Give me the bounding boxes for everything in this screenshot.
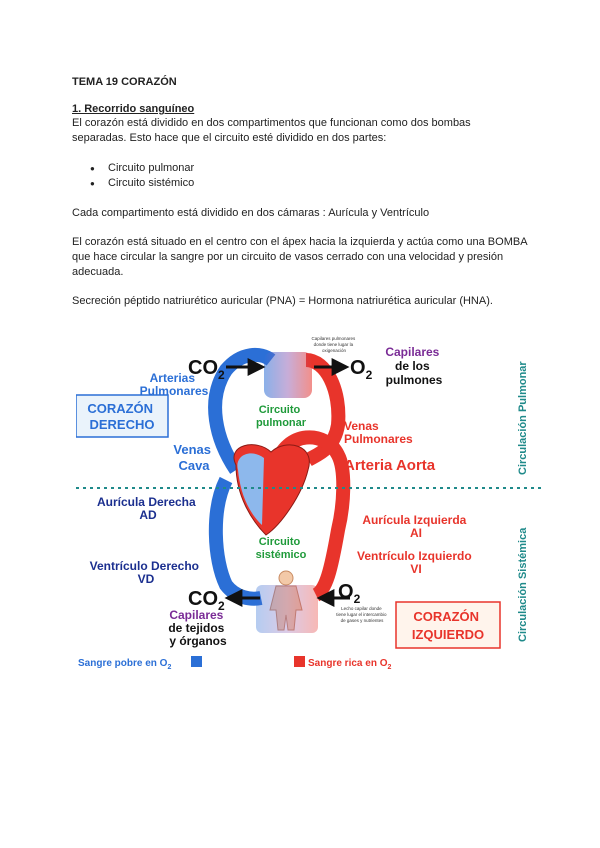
right-heart-chambers bbox=[237, 453, 264, 525]
legend-sangre-pobre: Sangre pobre en O2 bbox=[78, 658, 171, 671]
corazon-izquierdo-label: CORAZÓN IZQUIERDO bbox=[412, 609, 484, 642]
paragraph-chambers: Cada compartimento está dividido en dos … bbox=[72, 207, 430, 219]
capilares-pulmones-label: Capilares de los pulmones bbox=[385, 345, 442, 387]
corazon-derecho-label: CORAZÓN DERECHO bbox=[87, 401, 156, 432]
circulacion-sistemica-label: Circulación Sistémica bbox=[517, 527, 529, 642]
co2-bottom-label: CO2 bbox=[188, 588, 225, 613]
bullet-list: Circuito pulmonar Circuito sistémico bbox=[90, 161, 194, 191]
capilares-note-top: Capilares pulmonares donde tiene lugar l… bbox=[311, 336, 356, 353]
paragraph-hormone: Secreción péptido natriurético auricular… bbox=[72, 295, 493, 307]
circuito-sistemico-label: Circuito sistémico bbox=[256, 536, 307, 561]
aorta-vessel bbox=[269, 430, 351, 602]
lungs-capillary-bed bbox=[264, 352, 312, 398]
venas-cava-label: Venas Cava bbox=[173, 442, 214, 473]
legend-sangre-rica: Sangre rica en O2 bbox=[308, 658, 391, 671]
arterias-pulmonares-label: Arterias Pulmonares bbox=[140, 371, 209, 398]
circuito-pulmonar-label: Circuito pulmonar bbox=[256, 404, 307, 429]
list-item: Circuito sistémico bbox=[90, 176, 194, 191]
co2-top-label: CO2 bbox=[188, 357, 225, 382]
o2-bottom-label: O2 bbox=[338, 581, 361, 606]
tissue-capillary-bed bbox=[256, 585, 318, 633]
circulacion-pulmonar-label: Circulación Pulmonar bbox=[517, 361, 529, 475]
capilares-tejidos-label: Capilares de tejidos y órganos bbox=[168, 608, 227, 648]
venas-pulmonares-label: Venas Pulmonares bbox=[344, 419, 413, 446]
legend-blue-swatch bbox=[191, 656, 202, 667]
corazon-derecho-box bbox=[76, 394, 169, 438]
arteria-aorta-label: Arteria Aorta bbox=[344, 457, 436, 474]
legend-red-swatch bbox=[294, 656, 305, 667]
pulmonary-artery-vessel bbox=[208, 347, 276, 474]
auricula-izquierda-label: Aurícula Izquierda AI bbox=[362, 513, 469, 540]
section-heading: 1. Recorrido sanguíneo bbox=[72, 103, 195, 115]
list-item: Circuito pulmonar bbox=[90, 161, 194, 176]
auricula-derecha-label: Aurícula Derecha AD bbox=[97, 495, 199, 522]
paragraph-intro: El corazón está dividido en dos comparti… bbox=[72, 117, 471, 144]
paragraph-location: El corazón está situado en el centro con… bbox=[72, 236, 527, 278]
o2-top-label: O2 bbox=[350, 357, 373, 382]
corazon-izquierdo-box bbox=[395, 601, 501, 649]
heart-circulation-diagram: CO2 O2 Capilares pulmonares donde tiene … bbox=[76, 336, 542, 671]
ventriculo-izquierdo-label: Ventrículo Izquierdo VI bbox=[357, 549, 475, 576]
capilares-note-bottom: Lecho capilar donde tiene lugar el inter… bbox=[336, 606, 388, 623]
ventriculo-derecho-label: Ventrículo Derecho VD bbox=[90, 559, 203, 586]
document-title: TEMA 19 CORAZÓN bbox=[72, 76, 177, 88]
